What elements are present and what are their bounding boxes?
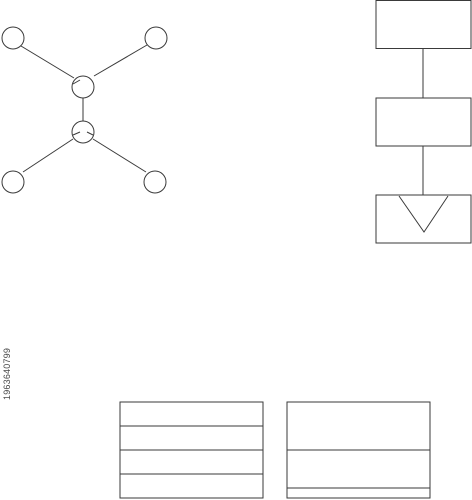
table-left (119, 401, 264, 499)
node-center-bottom-mark-2 (86, 131, 94, 136)
flow-box-2 (375, 97, 472, 147)
edge-top-left-center (20, 45, 75, 79)
node-top-left (1, 26, 25, 50)
node-center-top-mark (72, 79, 81, 85)
edge-top-right-center (93, 44, 148, 77)
network-graph (1, 26, 168, 194)
flowchart (375, 0, 472, 244)
node-bottom-right (143, 170, 167, 194)
edge-center-bottom-right (92, 138, 147, 173)
node-center-top (71, 75, 95, 99)
watermark-strip: 1963640799 (0, 0, 18, 500)
flow-box-3 (375, 194, 472, 244)
watermark-id: 1963640799 (2, 347, 12, 400)
node-center-bottom-mark (72, 131, 81, 136)
edge-center-bottom-left (22, 138, 74, 173)
flow-box-3-triangle (398, 195, 449, 233)
node-bottom-left (1, 170, 25, 194)
node-center-bottom (71, 120, 95, 144)
table-right (286, 401, 431, 499)
node-top-right (144, 26, 168, 50)
flow-box-1 (375, 0, 472, 49)
